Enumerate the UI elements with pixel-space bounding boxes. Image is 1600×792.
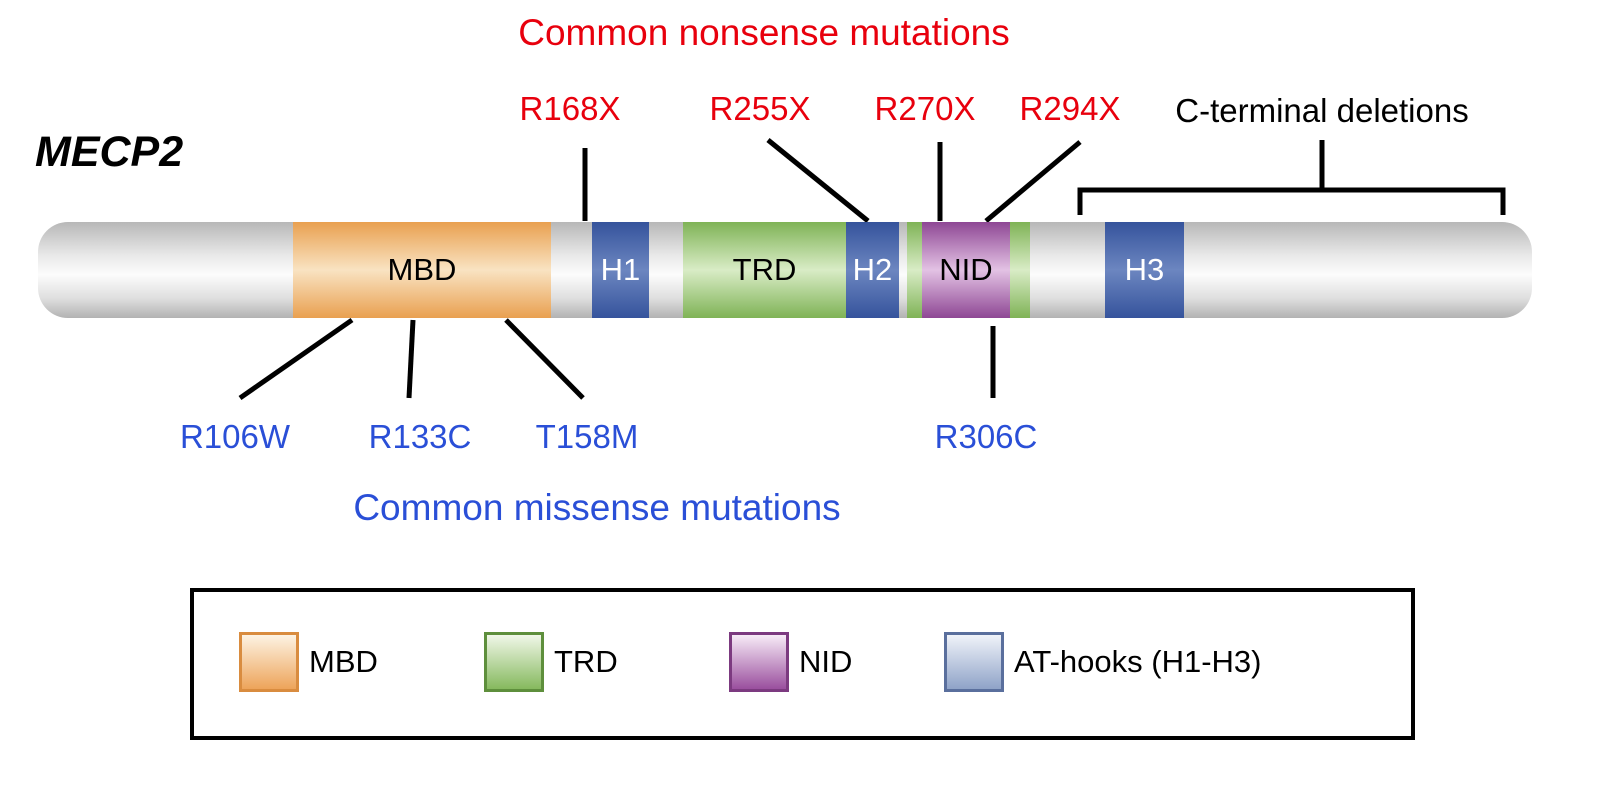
domain-nid-green-left	[907, 222, 922, 318]
legend-label-mbd: MBD	[309, 644, 378, 679]
missense-mutations-title: Common missense mutations	[353, 487, 841, 528]
legend-label-at-hooks: AT-hooks (H1-H3)	[1014, 644, 1262, 679]
legend-swatch-at-hooks	[944, 632, 1004, 692]
mutation-label-r294x: R294X	[1019, 90, 1121, 127]
domain-trd-label: TRD	[732, 252, 797, 287]
mutation-label-r270x: R270X	[874, 90, 976, 127]
domain-mbd-label: MBD	[387, 252, 457, 287]
r133c-connector-line	[406, 319, 416, 399]
gene-name-label: MECP2	[35, 128, 184, 176]
nonsense-mutations-title: Common nonsense mutations	[518, 12, 1010, 53]
domain-h2-label: H2	[852, 252, 893, 287]
mutation-label-r133c: R133C	[368, 418, 472, 455]
c-terminal-bracket	[1077, 187, 1506, 215]
domain-h1-label: H1	[600, 252, 641, 287]
mutation-label-t158m: T158M	[535, 418, 639, 455]
domain-nid-green-right	[1010, 222, 1030, 318]
r294x-connector-line	[984, 140, 1082, 223]
mutation-label-r255x: R255X	[709, 90, 811, 127]
domain-trd: TRD	[683, 222, 846, 318]
domain-h3: H3	[1105, 222, 1184, 318]
domain-h2: H2	[846, 222, 899, 318]
mutation-label-r168x: R168X	[519, 90, 621, 127]
c-terminal-deletions-label: C-terminal deletions	[1175, 92, 1469, 129]
domain-nid: NID	[922, 222, 1010, 318]
r106w-connector-line	[238, 317, 354, 401]
legend-swatch-nid	[729, 632, 789, 692]
legend-label-nid: NID	[799, 644, 853, 679]
domain-h1: H1	[592, 222, 649, 318]
legend-swatch-trd	[484, 632, 544, 692]
legend-box: MBD TRD NID AT-hooks (H1-H3)	[190, 588, 1415, 740]
domain-mbd: MBD	[293, 222, 551, 318]
t158m-connector-line	[504, 318, 585, 400]
legend-label-trd: TRD	[554, 644, 618, 679]
r255x-connector-line	[766, 138, 870, 223]
mutation-label-r306c: R306C	[934, 418, 1038, 455]
domain-h3-label: H3	[1124, 252, 1165, 287]
domain-nid-label: NID	[939, 252, 993, 287]
mutation-label-r106w: R106W	[179, 418, 291, 455]
legend-swatch-mbd	[239, 632, 299, 692]
